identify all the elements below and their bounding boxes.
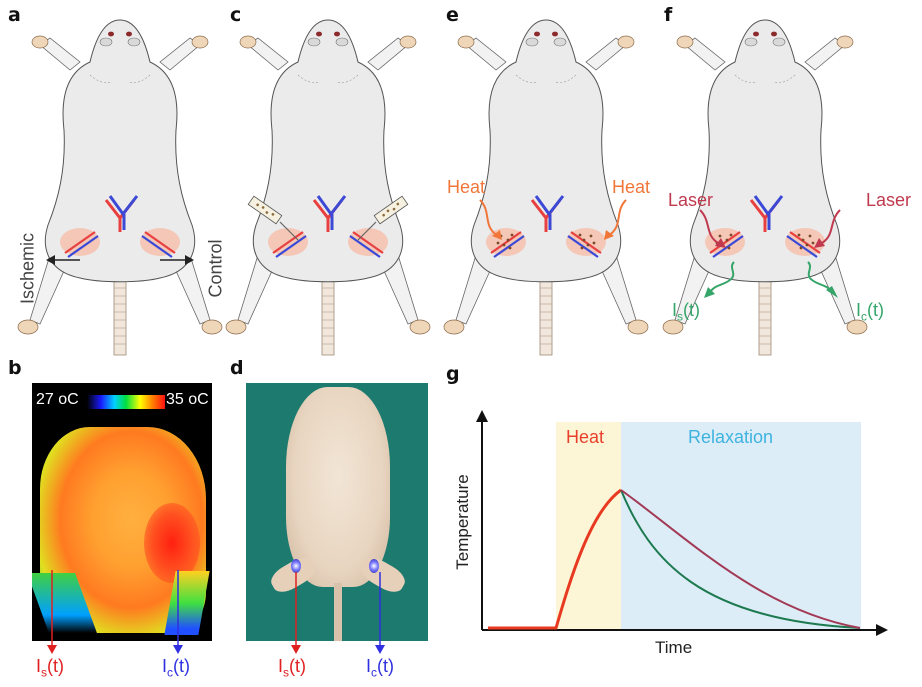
thermal-image: 27 oC 35 oC xyxy=(32,383,212,641)
relax-curve-slow xyxy=(620,489,861,629)
relaxation-region xyxy=(621,422,861,630)
control-arrow xyxy=(160,255,194,265)
laser-arrow-left xyxy=(699,209,721,245)
relax-curve-fast xyxy=(620,489,861,629)
scale-max-label: 35 oC xyxy=(166,391,209,408)
heat-arrowhead-left xyxy=(492,230,502,240)
is-label-f: Is(t) xyxy=(672,300,701,324)
laser-label-right: Laser xyxy=(866,190,912,210)
photo-mouse-tail xyxy=(334,583,342,641)
is-label-b: Is(t) xyxy=(36,656,65,680)
panel-letter-d: d xyxy=(230,357,244,379)
ic-label-d: Ic(t) xyxy=(366,656,395,680)
heat-label-left: Heat xyxy=(447,177,486,197)
panel-letter-a: a xyxy=(8,4,21,26)
panel-letter-b: b xyxy=(8,357,22,379)
laser-arrow-right xyxy=(819,209,841,245)
ic-label-b: Ic(t) xyxy=(162,656,191,680)
panel-letter-e: e xyxy=(446,4,459,26)
panel-letter-f: f xyxy=(664,4,673,26)
ic-label-f: Ic(t) xyxy=(856,300,885,324)
y-axis-label: Temperature xyxy=(453,474,472,570)
signal-wave-right xyxy=(807,261,833,293)
thermal-hotspot xyxy=(144,503,200,583)
heat-label-right: Heat xyxy=(612,177,651,197)
photo-spot-right xyxy=(369,559,379,573)
mouse-photo xyxy=(246,383,428,641)
signal-wave-left xyxy=(709,261,735,293)
ischemic-arrow xyxy=(46,255,80,265)
relaxation-region-label: Relaxation xyxy=(688,427,774,447)
scale-min-label: 27 oC xyxy=(36,391,79,408)
heat-region-label: Heat xyxy=(566,427,605,447)
right-syringe-icon xyxy=(357,195,409,241)
thermal-colorbar xyxy=(87,395,165,409)
panel-letter-g: g xyxy=(446,363,460,385)
panel-letter-c: c xyxy=(230,4,242,26)
is-label-d: Is(t) xyxy=(278,656,307,680)
heating-curve xyxy=(488,488,622,630)
left-syringe-icon xyxy=(247,195,299,241)
laser-label-left: Laser xyxy=(668,190,714,210)
heat-arrow-right xyxy=(607,199,627,237)
signal-arrowhead-left xyxy=(704,287,715,298)
signal-arrowhead-right xyxy=(826,286,838,298)
y-axis-arrowhead xyxy=(476,410,488,422)
photo-mouse-body xyxy=(286,387,390,587)
photo-spot-left xyxy=(291,559,301,573)
laser-arrowhead-right xyxy=(814,238,825,248)
laser-arrowhead-left xyxy=(715,238,726,248)
x-axis-arrowhead xyxy=(876,624,888,636)
heat-arrow-left xyxy=(479,199,499,237)
heat-arrowhead-right xyxy=(604,230,614,240)
x-axis-label: Time xyxy=(655,638,693,657)
